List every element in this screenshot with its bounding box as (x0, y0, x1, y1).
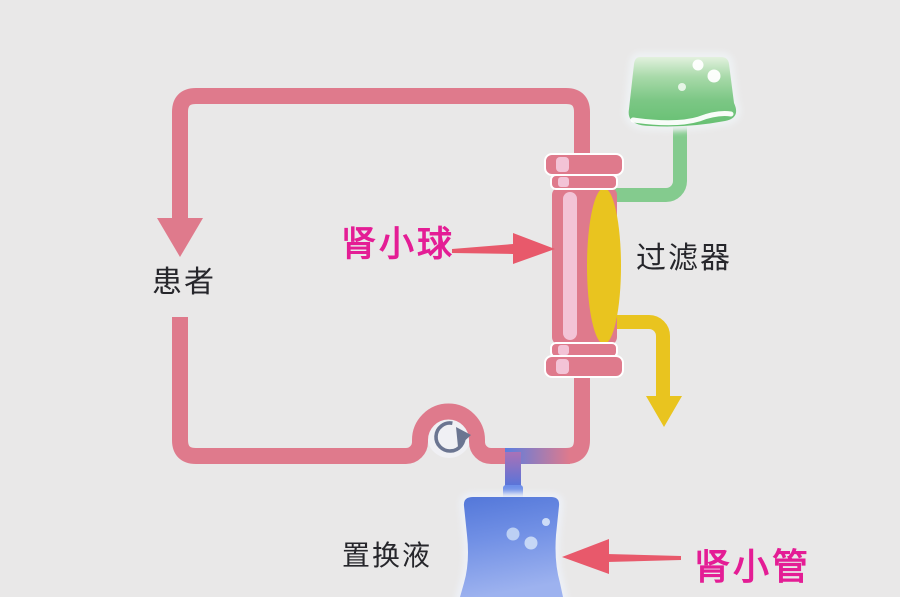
tubule-callout-arrow-tail (607, 554, 681, 562)
blue-bag-bubble (542, 518, 550, 526)
glomerulus-callout-arrowhead (513, 233, 555, 264)
renal-tubule-label: 肾小管 (694, 547, 812, 588)
rotate-icon-arrowhead (456, 427, 471, 447)
blood-tube-top (172, 88, 590, 219)
filter-cap-bottom-inner-highlight (558, 345, 569, 355)
glomerulus-label: 肾小球 (341, 225, 456, 265)
filtrate-tube (604, 315, 670, 398)
filter-cap-bottom-outer-highlight (556, 359, 569, 374)
green-bag-bubble (707, 69, 721, 83)
green-bag-bubble (692, 59, 704, 71)
tubule-callout-arrowhead (562, 539, 609, 574)
blood-tube-bottom (172, 317, 590, 464)
filter-membrane (587, 188, 621, 344)
filtrate-down-arrowhead (646, 396, 682, 427)
green-bag-liquid-line (630, 111, 734, 126)
blue-bag-bubble (524, 536, 538, 550)
blue-bag-bubble (506, 527, 520, 541)
filter-body-highlight (563, 192, 577, 340)
blood-flow-down-arrow (157, 218, 203, 257)
replacement-fluid-label: 置换液 (342, 539, 433, 572)
green-fluid-tube (610, 122, 687, 202)
replacement-fluid-bag (460, 497, 563, 597)
patient-label: 患者 (152, 265, 216, 300)
filter-cap-top-inner-highlight (558, 177, 569, 187)
green-bag-bubble (678, 83, 686, 91)
filter-label: 过滤器 (636, 241, 732, 276)
filter-cap-top-outer-highlight (556, 157, 569, 172)
rotate-clockwise-icon (434, 421, 466, 453)
glomerulus-callout-arrow-tail (452, 244, 513, 254)
